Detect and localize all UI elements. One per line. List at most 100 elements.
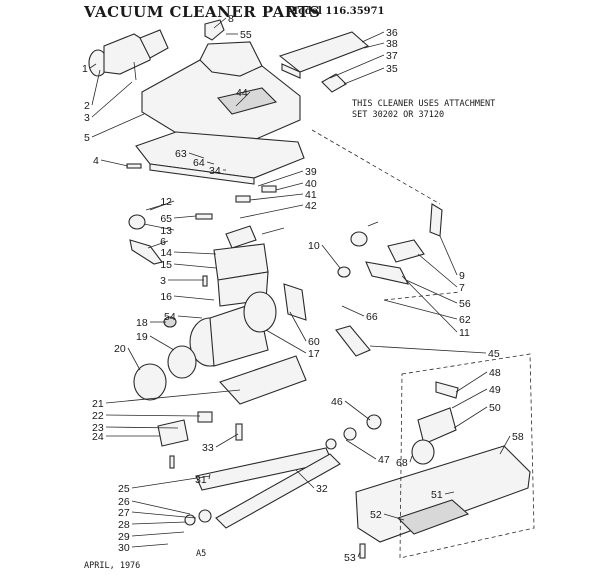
- callout-3: 3: [84, 81, 133, 124]
- leader-line: [100, 159, 129, 167]
- callout-number: 24: [92, 431, 104, 443]
- callout-44: 44: [235, 87, 251, 107]
- callout-number: 9: [459, 270, 465, 282]
- part-wheel-left: [128, 214, 146, 230]
- leader-line: [401, 275, 458, 333]
- callout-5: 5: [84, 113, 145, 144]
- callout-number: 44: [236, 87, 248, 99]
- callout-22: 22: [92, 410, 201, 422]
- callout-27: 27: [118, 507, 197, 519]
- callout-45: 45: [369, 345, 500, 360]
- callout-number: 54: [164, 311, 176, 323]
- guide-box-bottom: [399, 353, 535, 559]
- leader-line: [239, 204, 304, 219]
- callout-60: 60: [289, 311, 320, 348]
- callout-8: 8: [213, 13, 234, 29]
- callout-55: 55: [226, 29, 252, 41]
- part-screw-3b: [202, 275, 208, 287]
- leader-line: [235, 91, 251, 107]
- callout-number: 42: [305, 200, 317, 212]
- callout-6: 6: [147, 236, 169, 249]
- callout-11: 11: [401, 275, 470, 339]
- callout-number: 3: [160, 275, 166, 287]
- callout-number: 4: [93, 155, 99, 167]
- callout-12: 12: [149, 196, 175, 211]
- callout-29: 29: [118, 531, 185, 543]
- callout-18: 18: [136, 317, 166, 329]
- callout-number: 30: [118, 542, 130, 554]
- part-bumper-strip: [149, 163, 255, 185]
- callout-51: 51: [431, 489, 455, 501]
- part-tool-caddy-side: [281, 63, 301, 79]
- callout-number: 68: [396, 457, 408, 469]
- callout-number: 17: [308, 348, 320, 360]
- callout-46: 46: [331, 396, 371, 421]
- leader-line: [455, 371, 488, 393]
- leader-line: [295, 469, 315, 489]
- callout-34: 34: [209, 165, 226, 177]
- callout-number: 37: [386, 50, 398, 62]
- callout-48: 48: [455, 367, 501, 393]
- part-hood-handle-socket: [199, 41, 263, 77]
- part-fan-ring: [133, 363, 167, 401]
- leader-line: [405, 279, 458, 304]
- page-code: A5: [196, 549, 206, 559]
- callout-number: 14: [160, 247, 172, 259]
- callout-10: 10: [308, 240, 341, 269]
- part-screw-3a: [133, 61, 137, 81]
- part-roller-10: [337, 266, 351, 278]
- callout-number: 22: [92, 410, 104, 422]
- leader-line: [257, 170, 304, 187]
- leader-line: [105, 389, 241, 404]
- part-clip-22: [197, 411, 213, 423]
- callout-40: 40: [275, 178, 317, 191]
- leader-line: [289, 311, 307, 342]
- leader-line: [417, 253, 458, 288]
- callout-number: 8: [228, 13, 234, 25]
- callout-64: 64: [193, 157, 215, 169]
- leader-line: [173, 263, 217, 269]
- callout-35: 35: [343, 63, 398, 85]
- part-latch: [321, 73, 347, 93]
- part-rod-9: [429, 203, 443, 237]
- part-bearing-left-2: [198, 509, 212, 523]
- callout-number: 19: [136, 331, 148, 343]
- leader-line: [213, 17, 227, 29]
- callout-number: 7: [459, 282, 465, 294]
- part-axle-right: [367, 221, 379, 227]
- part-lever-48: [435, 381, 459, 399]
- callout-number: 12: [160, 196, 172, 208]
- callout-54: 54: [164, 311, 203, 323]
- callout-number: 6: [160, 236, 166, 248]
- leader-line: [206, 161, 215, 165]
- callout-number: 53: [344, 552, 356, 564]
- callout-24: 24: [92, 431, 160, 443]
- leader-line: [265, 329, 307, 354]
- callout-number: 66: [366, 311, 378, 323]
- part-switch: [204, 19, 225, 41]
- part-pin-65: [195, 213, 213, 220]
- leader-line: [91, 113, 145, 138]
- leader-line: [383, 513, 405, 521]
- callout-number: 62: [459, 314, 471, 326]
- callout-28: 28: [118, 519, 187, 531]
- callout-number: 58: [512, 431, 524, 443]
- leader-line: [173, 251, 217, 255]
- attachment-note-line-1: THIS CLEANER USES ATTACHMENT: [352, 99, 495, 109]
- callout-50: 50: [453, 402, 501, 429]
- leader-line: [345, 439, 377, 460]
- leader-line: [105, 426, 179, 429]
- callout-16: 16: [160, 291, 215, 303]
- callout-number: 26: [118, 496, 130, 508]
- part-lever-56: [365, 261, 410, 285]
- callout-number: 65: [160, 213, 172, 225]
- callout-32: 32: [295, 469, 328, 495]
- leader-line: [91, 69, 101, 106]
- callout-9: 9: [439, 235, 465, 282]
- callout-number: 47: [378, 454, 390, 466]
- callout-number: 56: [459, 298, 471, 310]
- part-height-arm-right: [387, 239, 425, 263]
- guide-line-hood: [311, 129, 441, 205]
